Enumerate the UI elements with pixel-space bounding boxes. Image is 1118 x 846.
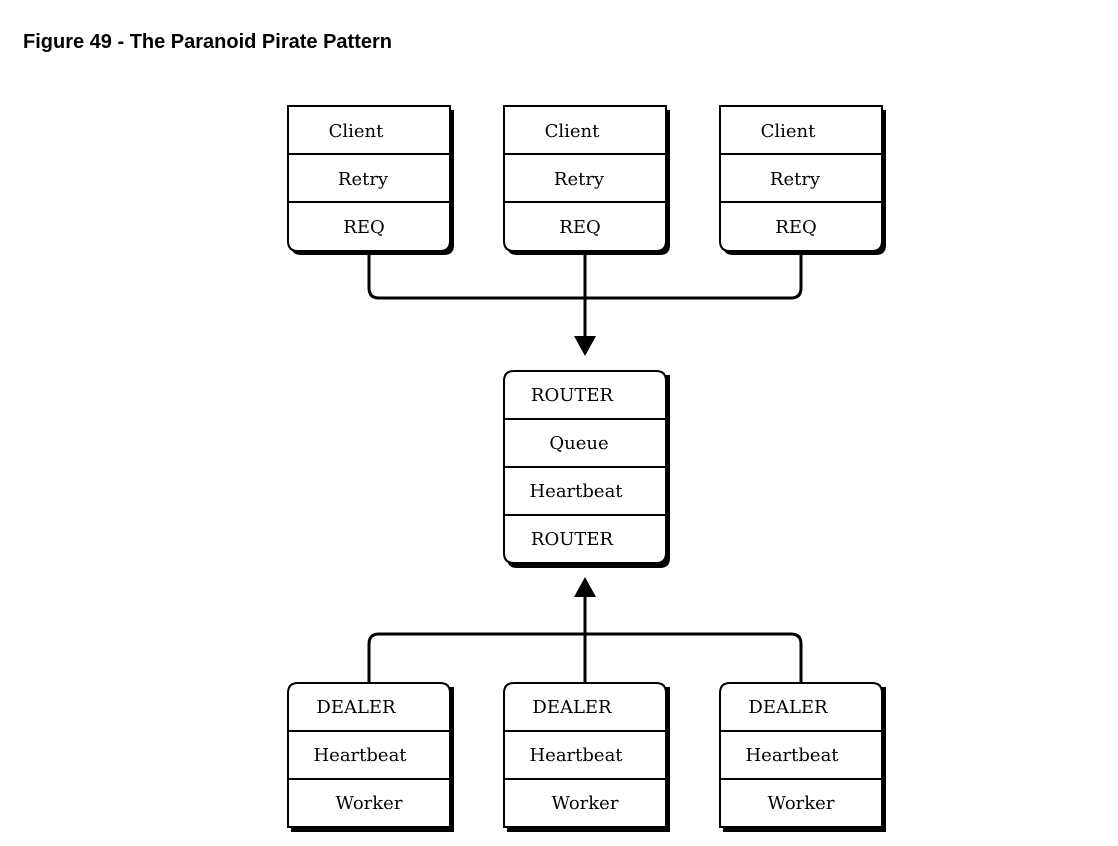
arrow-down-to-queue	[574, 336, 596, 356]
frontend-router-label: ROUTER	[531, 385, 614, 406]
heartbeat-label: Heartbeat	[529, 745, 623, 766]
client-box: Client Retry REQ	[503, 105, 670, 255]
client-label: Client	[545, 121, 601, 142]
dealer-socket-label: DEALER	[316, 697, 396, 718]
heartbeat-label: Heartbeat	[313, 745, 407, 766]
worker-label: Worker	[768, 793, 835, 814]
retry-label: Retry	[554, 169, 605, 190]
req-socket-label: REQ	[775, 217, 816, 238]
worker-box: DEALER Heartbeat Worker	[503, 682, 670, 832]
heartbeat-label: Heartbeat	[529, 481, 623, 502]
clients-to-queue-connector	[367, 252, 803, 338]
backend-router-label: ROUTER	[531, 529, 614, 550]
retry-label: Retry	[338, 169, 389, 190]
req-socket-label: REQ	[559, 217, 600, 238]
workers-to-queue-connector	[367, 595, 803, 683]
dealer-socket-label: DEALER	[532, 697, 612, 718]
client-label: Client	[329, 121, 385, 142]
heartbeat-label: Heartbeat	[745, 745, 839, 766]
arrow-up-to-queue	[574, 577, 596, 597]
worker-label: Worker	[336, 793, 403, 814]
retry-label: Retry	[770, 169, 821, 190]
client-box: Client Retry REQ	[287, 105, 454, 255]
worker-box: DEALER Heartbeat Worker	[719, 682, 886, 832]
req-socket-label: REQ	[343, 217, 384, 238]
worker-box: DEALER Heartbeat Worker	[287, 682, 454, 832]
worker-label: Worker	[552, 793, 619, 814]
queue-box: ROUTER Queue Heartbeat ROUTER	[503, 370, 670, 568]
queue-label: Queue	[549, 433, 608, 454]
dealer-socket-label: DEALER	[748, 697, 828, 718]
client-label: Client	[761, 121, 817, 142]
client-box: Client Retry REQ	[719, 105, 886, 255]
figure-title: Figure 49 - The Paranoid Pirate Pattern	[23, 31, 392, 53]
